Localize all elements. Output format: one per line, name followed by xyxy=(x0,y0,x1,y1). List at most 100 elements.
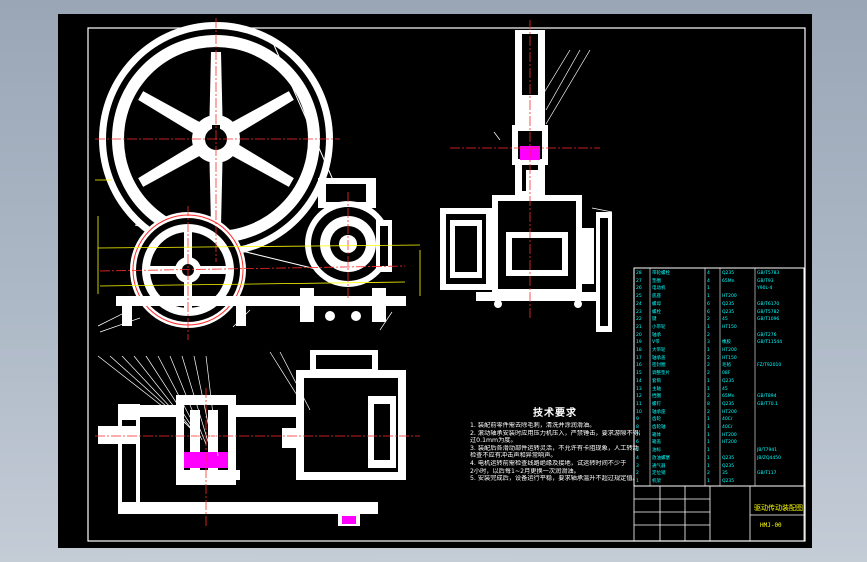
bom-cell-name: 油标 xyxy=(652,448,661,454)
bom-cell-qty: 6 xyxy=(707,301,710,307)
centerlines-side xyxy=(450,20,600,320)
bom-cell-material: Q235 xyxy=(722,378,735,384)
dimension-lines xyxy=(95,179,421,296)
bom-cell-no: 5 xyxy=(636,448,639,454)
bom-cell-std: GB/T5783 xyxy=(757,271,780,276)
bom-cell-qty: 2 xyxy=(707,409,710,415)
bom-cell-no: 8 xyxy=(636,425,639,430)
bom-cell-material: 40Cr xyxy=(722,425,733,430)
bom-cell-std: GB/T6170 xyxy=(757,301,780,307)
bom-cell-qty: 1 xyxy=(707,386,710,392)
bom-cell-qty: 2 xyxy=(707,394,710,400)
bom-cell-qty: 4 xyxy=(707,278,710,284)
bom-cell-name: 放油螺塞 xyxy=(652,455,670,461)
bom-cell-name: 调整垫片 xyxy=(652,371,670,377)
bom-cell-material: HT150 xyxy=(722,324,737,330)
bom-cell-no: 26 xyxy=(636,286,642,292)
bom-cell-no: 17 xyxy=(636,355,642,361)
bom-cell-material: HT150 xyxy=(722,355,737,361)
bom-cell-name: 轴承座 xyxy=(652,409,666,415)
bom-cell-name: 螺栓 xyxy=(652,309,661,315)
bom-cell-qty: 1 xyxy=(707,432,710,438)
bom-cell-material: 35 xyxy=(722,471,728,477)
bom-cell-material: HT200 xyxy=(722,294,737,300)
bom-cell-qty: 1 xyxy=(707,294,710,300)
bom-cell-no: 2 xyxy=(636,471,639,477)
bom-cell-material: Q235 xyxy=(722,455,735,461)
technical-requirement-line: 过0.1mm为度。 xyxy=(470,437,517,445)
drawing-title: 驱动传动装配图 xyxy=(754,504,803,512)
bom-cell-std: GB/T117 xyxy=(757,471,777,477)
bom-cell-material: HT200 xyxy=(722,409,737,415)
bom-cell-name: 定位销 xyxy=(652,471,666,477)
bom-cell-name: 挡圈 xyxy=(652,394,661,400)
leader-lines-side xyxy=(493,49,613,213)
bom-cell-name: 通气器 xyxy=(652,463,666,469)
bom-cell-std: GB/T1096 xyxy=(757,317,780,323)
bom-cell-no: 16 xyxy=(636,363,642,369)
centerlines-section xyxy=(95,388,420,526)
bom-cell-material: 45 xyxy=(722,386,728,392)
bom-cell-no: 27 xyxy=(636,278,642,284)
bom-cell-qty: 1 xyxy=(707,378,710,384)
bom-cell-no: 6 xyxy=(636,440,639,446)
bom-cell-name: 套筒 xyxy=(652,378,661,384)
bom-cell-material: Q235 xyxy=(722,478,735,484)
bom-cell-no: 9 xyxy=(636,417,639,423)
bom-cell-std: GB/T894 xyxy=(757,394,777,400)
bom-cell-material: Q235 xyxy=(722,301,735,307)
bom-cell-qty: 2 xyxy=(707,471,710,477)
bom-cell-name: 机架 xyxy=(652,478,661,484)
bom-cell-qty: 1 xyxy=(707,324,710,330)
bom-cell-material: 65Mn xyxy=(722,394,735,400)
bom-cell-no: 4 xyxy=(636,455,639,461)
technical-requirements-title: 技术要求 xyxy=(533,408,577,419)
drawing-code: HMJ-00 xyxy=(760,522,782,529)
drawing-border xyxy=(87,27,806,542)
bom-cell-std: GB/T11544 xyxy=(757,340,783,346)
bom-cell-no: 10 xyxy=(636,409,642,415)
bom-cell-no: 7 xyxy=(636,432,639,438)
technical-requirement-line: 4. 电机运转前需检查线路绝缘及接地，试运转时间不少于 xyxy=(470,459,627,467)
bom-cell-no: 24 xyxy=(636,301,642,307)
title-block-frame xyxy=(633,485,805,542)
bom-cell-no: 12 xyxy=(636,394,642,400)
bom-cell-qty: 4 xyxy=(707,271,710,276)
bom-cell-no: 3 xyxy=(636,463,639,469)
bom-cell-material: 65Mn xyxy=(722,278,735,284)
bom-cell-material: 40Cr xyxy=(722,417,733,423)
bom-cell-no: 20 xyxy=(636,332,642,338)
bom-cell-qty: 1 xyxy=(707,425,710,430)
bom-cell-no: 11 xyxy=(636,401,642,407)
bom-cell-name: 轴承盖 xyxy=(652,355,666,361)
bom-cell-name: 齿轮轴 xyxy=(652,425,666,430)
bom-cell-material: 橡胶 xyxy=(722,340,731,346)
bom-cell-qty: 1 xyxy=(707,478,710,484)
bom-cell-qty: 1 xyxy=(707,463,710,469)
bom-cell-qty: 6 xyxy=(707,309,710,315)
bom-cell-material: HT200 xyxy=(722,432,737,438)
bom-cell-name: 密封圈 xyxy=(652,363,666,369)
bom-cell-qty: 1 xyxy=(707,455,710,461)
bom-cell-std: JB/ZQ4450 xyxy=(757,455,782,461)
bom-cell-material: 毛毡 xyxy=(722,363,731,369)
bom-cell-qty: 2 xyxy=(707,332,710,338)
bom-cell-material: Q235 xyxy=(722,271,735,276)
bom-cell-qty: 2 xyxy=(707,363,710,369)
bom-cell-qty: 1 xyxy=(707,286,710,292)
bom-cell-name: 带轮螺栓 xyxy=(652,271,670,276)
section-view xyxy=(98,350,406,526)
bom-cell-name: V带 xyxy=(652,340,660,346)
bom-cell-no: 1 xyxy=(636,478,639,484)
bom-cell-qty: 2 xyxy=(707,355,710,361)
bom-cell-qty: 2 xyxy=(707,371,710,377)
bom-cell-material: HT200 xyxy=(722,440,737,446)
bom-cell-no: 14 xyxy=(636,378,642,384)
technical-requirement-line: 2. 滚动轴承安装时应用压力机压入，严禁锤击，要求游隙不得超 xyxy=(470,429,640,437)
bom-cell-qty: 1 xyxy=(707,440,710,446)
bom-cell-std: GB/T276 xyxy=(757,332,777,338)
bom-cell-std: JB/T7941 xyxy=(757,448,778,454)
bom-cell-material: Q235 xyxy=(722,309,735,315)
